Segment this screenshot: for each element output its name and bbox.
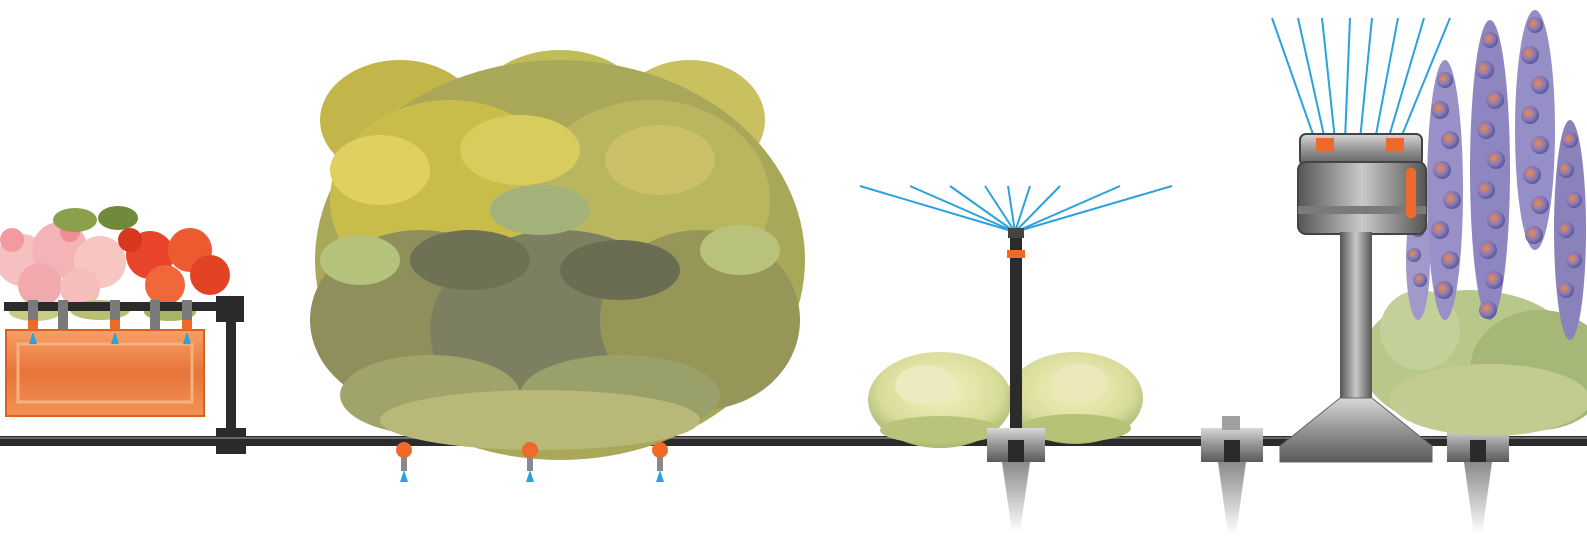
box-pipe <box>4 302 242 311</box>
large-shrub <box>310 50 805 460</box>
flower-box-group <box>0 206 246 454</box>
pink-flowers <box>0 222 126 308</box>
rotor-spray-jets <box>1272 18 1450 140</box>
stake-fitting-2 <box>1201 416 1263 534</box>
red-flowers <box>118 228 230 305</box>
micro-sprinkler-riser <box>1010 232 1022 432</box>
stake-fitting-1 <box>987 428 1045 532</box>
box-riser <box>226 318 236 436</box>
rotor-nozzle-left <box>1316 138 1334 152</box>
micro-sprinkler-collar <box>1007 250 1025 258</box>
rotor-adjust-lever <box>1406 168 1416 218</box>
micro-spray-jets <box>860 186 1172 232</box>
micro-sprinkler-head <box>1008 228 1024 238</box>
rotor-nozzle-right <box>1386 138 1404 152</box>
rotor-stem <box>1340 232 1372 400</box>
